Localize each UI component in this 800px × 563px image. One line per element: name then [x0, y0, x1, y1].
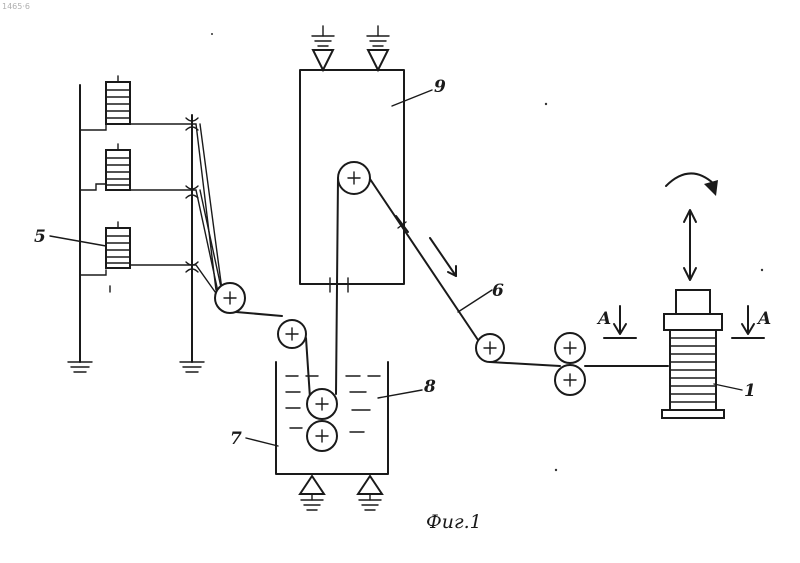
- leader-1: [714, 384, 742, 390]
- bath-roller-lower: [307, 421, 337, 451]
- leader-5: [50, 236, 106, 246]
- leader-9: [392, 90, 432, 106]
- ground-right: [180, 355, 204, 372]
- label-8: 8: [423, 377, 436, 397]
- figure-caption: Фиг.1: [426, 511, 482, 533]
- yarn-guide: [396, 216, 408, 232]
- dryer-inlet-right: [367, 26, 389, 70]
- roller-1: [215, 283, 245, 313]
- yarn-feed-lines: [130, 124, 222, 296]
- document-number: 1465·6: [2, 2, 30, 11]
- bath-roller-upper: [307, 389, 337, 419]
- nip-roller-bottom: [555, 365, 585, 395]
- leader-7: [246, 438, 278, 446]
- speck: [555, 469, 557, 471]
- roller-top-dryer: [338, 162, 370, 194]
- direction-arrow: [430, 238, 456, 276]
- label-6: 6: [492, 281, 504, 301]
- section-label-right: A: [756, 309, 771, 329]
- speck: [545, 103, 547, 105]
- bath-support-left: [300, 476, 324, 510]
- leader-8: [378, 390, 422, 398]
- speck: [761, 269, 763, 271]
- leader-6: [458, 290, 492, 312]
- rotation-arrow: [666, 173, 718, 196]
- ground-left: [68, 355, 92, 372]
- label-1: 1: [744, 381, 756, 401]
- bobbin-bottom: [106, 222, 130, 268]
- bobbin-top: [106, 76, 130, 124]
- label-9: 9: [434, 77, 446, 97]
- section-marker-right: A: [732, 306, 771, 338]
- bath-support-right: [358, 476, 382, 510]
- roller-guide-6: [476, 334, 504, 362]
- winder-spool: [662, 290, 724, 418]
- label-5: 5: [34, 227, 46, 247]
- dryer-inlet-left: [312, 26, 334, 70]
- section-marker-left: A: [596, 306, 636, 338]
- section-label-left: A: [596, 309, 611, 329]
- creel-frame: [80, 85, 192, 355]
- bobbin-middle: [106, 144, 130, 190]
- reciprocation-arrow: [684, 210, 696, 280]
- nip-roller-top: [555, 333, 585, 363]
- bath-tank: [276, 362, 388, 474]
- label-7: 7: [230, 429, 242, 449]
- speck: [211, 33, 213, 35]
- roller-2: [278, 320, 306, 348]
